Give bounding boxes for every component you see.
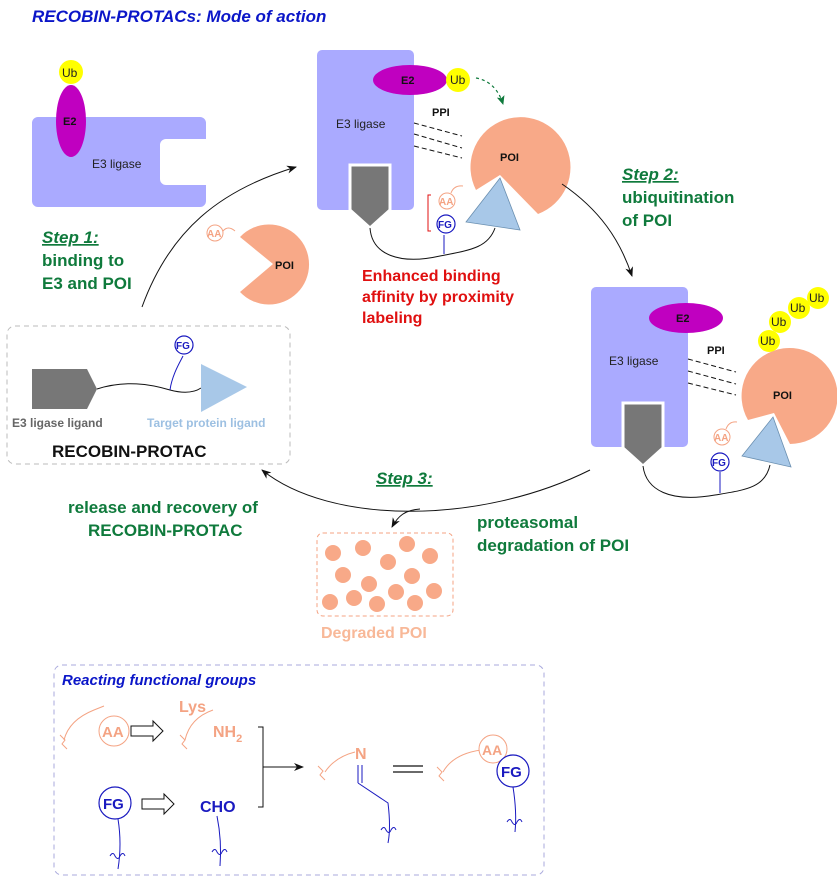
ubiquitinated-complex: E3 ligase E2 PPI POI Ub Ub Ub Ub AA FG [591, 287, 837, 498]
target-ligand-label: Target protein ligand [147, 416, 265, 430]
aa-residue [438, 192, 456, 210]
e3-ligand-label: E3 ligase ligand [12, 416, 103, 430]
aa-label: AA [714, 433, 728, 444]
proximity-bracket [427, 194, 431, 232]
release-line1: release and recovery of [68, 498, 258, 517]
degraded-poi-label: Degraded POI [321, 625, 427, 642]
degradation-line1: proteasomal [477, 513, 578, 532]
peptide-fragments [322, 536, 442, 612]
poi-pacman [240, 224, 310, 305]
enhanced-line2: affinity by proximity [362, 289, 514, 306]
fg-group [98, 786, 132, 820]
linker [96, 383, 202, 393]
ternary-complex: E3 ligase E2 Ub PPI POI AA FG [317, 50, 571, 260]
target-ligand-triangle [201, 364, 247, 412]
release-line2: RECOBIN-PROTAC [88, 521, 243, 540]
n-label: N [355, 746, 367, 763]
linker [642, 464, 771, 498]
e2-label: E2 [63, 116, 76, 128]
degradation-line2: degradation of POI [477, 536, 629, 555]
ppi-lines [413, 122, 463, 159]
open-arrow [130, 719, 164, 743]
e3-ligand-shape [32, 369, 97, 409]
aa-residue [478, 734, 508, 764]
reacting-groups-box: Reacting functional groups AA Lys NH2 FG… [53, 664, 545, 876]
e2-enzyme [649, 303, 723, 333]
ppi-lines [687, 358, 737, 396]
ub-label: Ub [62, 66, 78, 80]
poi-label: POI [773, 390, 792, 402]
cho-label: CHO [200, 799, 236, 816]
open-arrow [141, 792, 175, 816]
fg-label: FG [501, 764, 522, 781]
step1-line2: E3 and POI [42, 274, 132, 293]
step1-header: Step 1: [42, 228, 99, 247]
ubiquitin [446, 68, 470, 92]
recobin-protac-box: FG E3 ligase ligand Target protein ligan… [6, 325, 291, 465]
fg-label: FG [103, 796, 124, 813]
step2-line1: ubiquitination [622, 188, 734, 207]
free-poi: POI AA [206, 224, 310, 305]
step1-line1: binding to [42, 251, 124, 270]
poi-pacman [741, 348, 837, 444]
ppi-label: PPI [432, 107, 450, 119]
poi-pacman [470, 117, 571, 214]
free-e3-ligase: E3 ligase E2 Ub [32, 60, 206, 207]
degradation-arrow [391, 508, 421, 528]
fg-group [710, 452, 730, 472]
svg-text:Ub: Ub [809, 291, 825, 305]
e2-enzyme [56, 85, 86, 157]
ubiquitin [59, 60, 83, 84]
aa-residue [206, 224, 224, 242]
aa-label: AA [482, 742, 502, 758]
aa-residue [98, 715, 130, 747]
target-ligand-triangle [465, 177, 521, 231]
e2-label: E2 [676, 313, 689, 325]
e3-ligand-shape [348, 163, 392, 231]
e2-enzyme [373, 65, 447, 95]
polyubiquitin-chain: Ub Ub Ub Ub [758, 287, 829, 352]
e3-ligase-label: E3 ligase [609, 354, 659, 368]
step2-arrow [561, 183, 633, 277]
svg-text:Ub: Ub [771, 315, 787, 329]
fg-label: FG [438, 220, 452, 231]
e3-ligase-label: E3 ligase [92, 157, 142, 171]
enhanced-line3: labeling [362, 310, 422, 327]
svg-text:Ub: Ub [790, 301, 806, 315]
aa-label: AA [439, 197, 453, 208]
reacting-title: Reacting functional groups [62, 672, 256, 689]
target-ligand-triangle [741, 416, 792, 468]
poi-label: POI [500, 152, 519, 164]
page-title: RECOBIN-PROTACs: Mode of action [32, 7, 326, 26]
step2-header: Step 2: [622, 165, 679, 184]
poi-label: POI [275, 260, 294, 272]
step1-arrow [141, 165, 297, 308]
nh2-label: NH2 [213, 724, 242, 745]
ub-transfer-arrow [475, 77, 505, 105]
fg-group [174, 335, 194, 355]
aa-residue [713, 428, 731, 446]
e3-ligase-label: E3 ligase [336, 117, 386, 131]
linker [369, 227, 496, 260]
step2-line2: of POI [622, 211, 672, 230]
enhanced-line1: Enhanced binding [362, 268, 501, 285]
aa-label: AA [102, 724, 124, 741]
fg-group [436, 214, 456, 234]
step3-header: Step 3: [376, 469, 433, 488]
degraded-poi: Degraded POI [316, 532, 454, 642]
protac-name: RECOBIN-PROTAC [52, 442, 207, 461]
ppi-label: PPI [707, 345, 725, 357]
fg-label: FG [712, 458, 726, 469]
ub-label: Ub [450, 73, 466, 87]
lys-label: Lys [179, 699, 206, 716]
fg-label: FG [176, 341, 190, 352]
e3-ligand-shape [621, 401, 665, 469]
aa-label: AA [207, 229, 221, 240]
svg-text:Ub: Ub [760, 334, 776, 348]
e2-label: E2 [401, 75, 414, 87]
